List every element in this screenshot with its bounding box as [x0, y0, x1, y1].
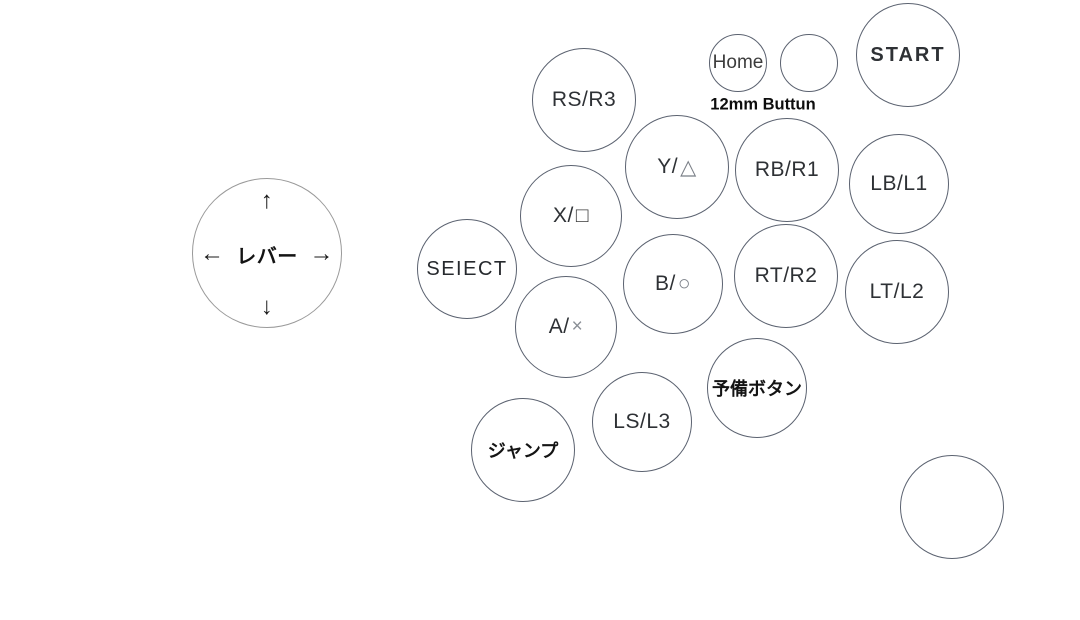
- arrow-left-icon: ←: [200, 240, 225, 267]
- button-b-circle: B/ ○: [623, 234, 723, 334]
- lever-circle: ↑ ← レバー → ↓: [192, 178, 342, 328]
- arrow-up-icon: ↑: [260, 187, 274, 214]
- button-blank-top: [780, 34, 838, 92]
- button-a-cross: A/ ×: [515, 276, 617, 378]
- button-ls-l3: LS/L3: [592, 372, 692, 472]
- button-x-label: X/: [552, 204, 574, 227]
- square-symbol: □: [575, 204, 590, 227]
- button-a-label: A/: [548, 315, 570, 338]
- button-start-label: START: [870, 43, 946, 66]
- button-lb-l1: LB/L1: [849, 134, 949, 234]
- button-b-label: B/: [654, 272, 676, 295]
- annotation-12mm-button: 12mm Buttun: [710, 95, 816, 114]
- circle-symbol: ○: [677, 272, 692, 295]
- lever-middle-row: ← レバー →: [200, 240, 334, 269]
- button-spare-label: 予備ボタン: [712, 379, 802, 399]
- button-home-label: Home: [712, 52, 764, 73]
- cross-symbol: ×: [571, 316, 584, 337]
- button-home: Home: [709, 34, 767, 92]
- button-jump: ジャンプ: [471, 398, 575, 502]
- button-lt-l2: LT/L2: [845, 240, 949, 344]
- button-select-label: SEIECT: [426, 257, 508, 280]
- button-y-triangle: Y/ △: [625, 115, 729, 219]
- button-spare: 予備ボタン: [707, 338, 807, 438]
- button-rs-r3-label: RS/R3: [551, 88, 617, 111]
- button-rt-r2: RT/R2: [734, 224, 838, 328]
- button-lb-l1-label: LB/L1: [870, 172, 928, 195]
- button-rs-r3: RS/R3: [532, 48, 636, 152]
- button-jump-label: ジャンプ: [487, 441, 559, 461]
- button-rb-r1-label: RB/R1: [754, 158, 820, 181]
- button-blank-bottom: [900, 455, 1004, 559]
- triangle-symbol: △: [680, 155, 697, 179]
- arrow-right-icon: →: [309, 240, 334, 267]
- button-lt-l2-label: LT/L2: [869, 280, 925, 303]
- button-start: START: [856, 3, 960, 107]
- button-rb-r1: RB/R1: [735, 118, 839, 222]
- button-rt-r2-label: RT/R2: [754, 264, 818, 287]
- button-x-square: X/ □: [520, 165, 622, 267]
- lever-label: レバー: [236, 245, 298, 268]
- button-y-label: Y/: [657, 155, 679, 178]
- button-ls-l3-label: LS/L3: [613, 410, 671, 433]
- arrow-down-icon: ↓: [260, 293, 274, 320]
- button-select: SEIECT: [417, 219, 517, 319]
